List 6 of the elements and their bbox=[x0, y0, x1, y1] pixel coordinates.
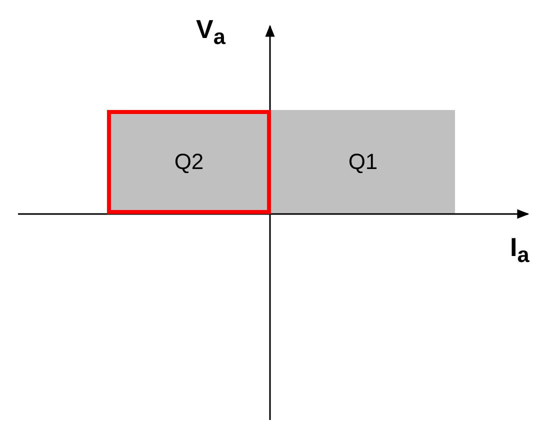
highlighted-quadrant bbox=[107, 110, 271, 214]
quadrant-region bbox=[271, 110, 455, 214]
quadrant-label: Q2 bbox=[174, 149, 204, 175]
axis-label: V$_{a}$ bbox=[196, 14, 226, 50]
quadrant-label: Q1 bbox=[348, 149, 378, 175]
axis-label: I$_{a}$ bbox=[510, 232, 530, 268]
